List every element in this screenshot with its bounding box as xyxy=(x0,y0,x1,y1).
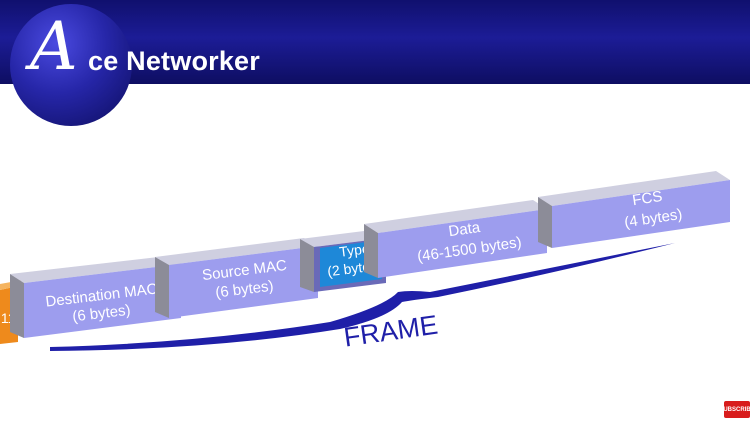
field-source-mac: Source MAC (6 bytes) xyxy=(155,238,318,318)
field-name: Type xyxy=(338,240,370,260)
field-destination-mac: Destination MAC (6 bytes) xyxy=(10,256,181,338)
field-name: Data xyxy=(448,219,482,240)
logo-title: ce Networker xyxy=(88,46,260,76)
header-bar: A ce Networker xyxy=(0,0,750,126)
field-name: FCS xyxy=(631,188,663,209)
subscribe-badge[interactable]: SUBSCRIBE xyxy=(719,401,750,418)
field-size: (6 bytes) xyxy=(71,302,131,326)
logo-letter: A xyxy=(30,8,78,85)
field-data: Data (46-1500 bytes) xyxy=(364,200,547,278)
field-fcs: FCS (4 bytes) xyxy=(538,171,730,248)
logo-disc xyxy=(10,4,132,126)
field-size: (6 bytes) xyxy=(214,278,274,302)
